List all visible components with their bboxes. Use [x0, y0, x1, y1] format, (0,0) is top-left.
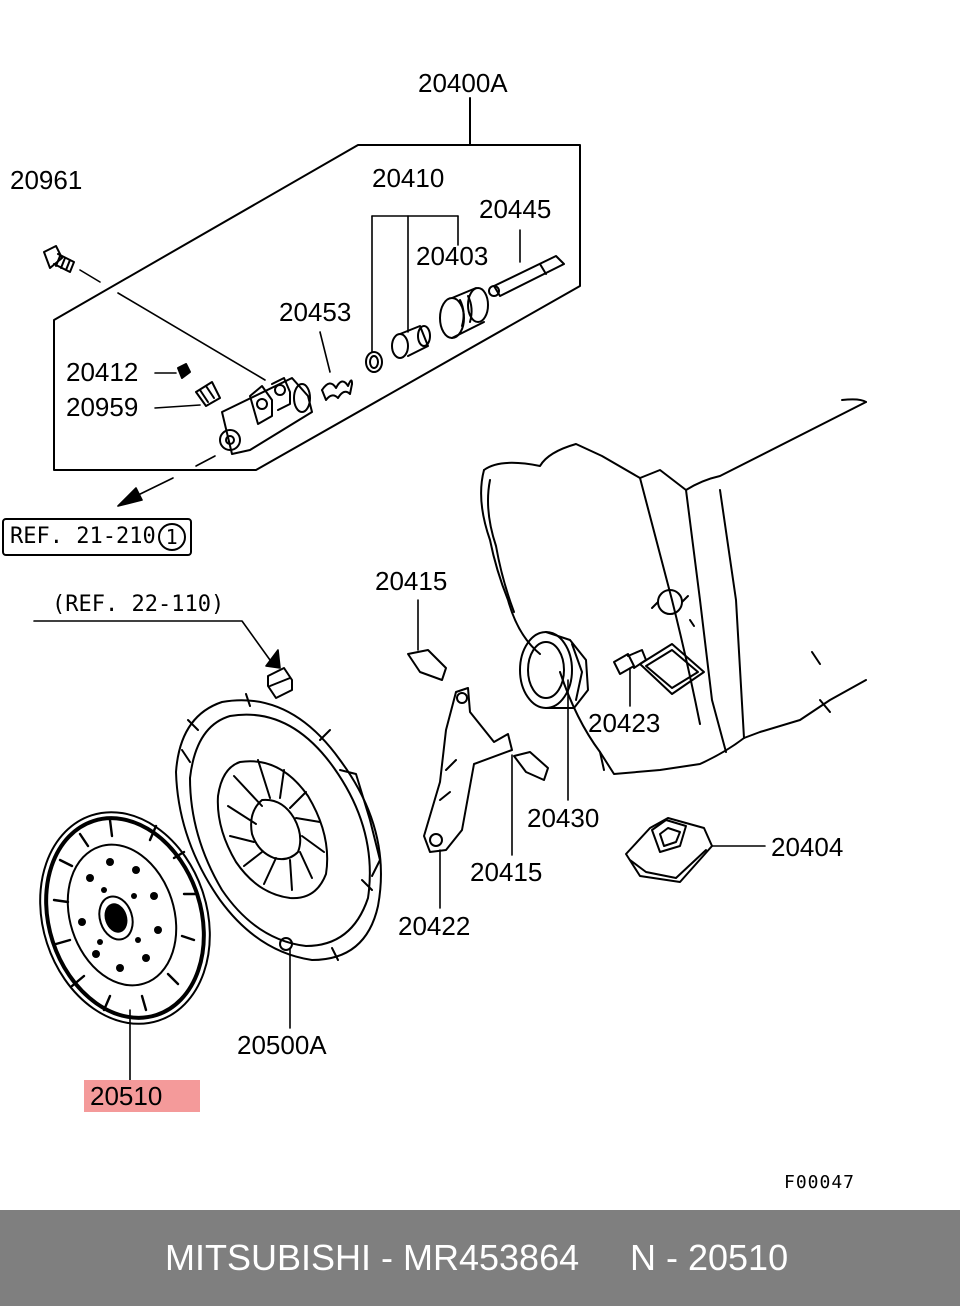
pushrod-20445	[488, 255, 565, 297]
pilot-bushing	[267, 667, 293, 699]
master-cylinder-body	[219, 377, 313, 455]
footer-bar: MITSUBISHI - MR453864 N - 20510	[0, 1210, 960, 1306]
label-20404: 20404	[771, 832, 844, 862]
label-20423: 20423	[588, 708, 661, 738]
clip-20415-bottom	[513, 751, 549, 781]
ref-21-210-circle: 1	[157, 523, 186, 551]
dust-boot-20404	[625, 817, 713, 883]
bolt-20423	[613, 649, 647, 675]
footer-brand-part: MITSUBISHI - MR453864	[165, 1237, 580, 1278]
cap-20412	[177, 363, 191, 379]
label-20453: 20453	[279, 297, 352, 327]
piston-20410	[365, 325, 431, 373]
label-20410: 20410	[372, 163, 445, 193]
assembly-frame-20400A	[53, 97, 581, 471]
release-bearing-20430	[519, 631, 589, 709]
clutch-cover-20500A	[175, 693, 382, 961]
figure-code: F00047	[784, 1172, 856, 1193]
leader-lines	[33, 215, 766, 1081]
label-20415-top: 20415	[375, 566, 448, 596]
label-20510-highlighted: 20510	[84, 1080, 200, 1112]
clutch-disc-20510	[39, 811, 211, 1025]
label-20412: 20412	[66, 357, 139, 387]
label-20422: 20422	[398, 911, 471, 941]
boot-20403	[439, 287, 489, 339]
parts-diagram: 20400A 20961 20410 20445 20403 20453 204…	[2, 68, 867, 1193]
clip-20415-top	[407, 649, 447, 681]
label-20445: 20445	[479, 194, 552, 224]
ref-22-110: (REF. 22-110)	[52, 592, 225, 617]
spring-20453	[321, 379, 353, 401]
ref-21-210: REF. 21-210 1	[2, 518, 192, 556]
transmission-housing	[480, 398, 867, 775]
exploded-view-drawing	[33, 97, 867, 1081]
bleeder-20959	[195, 381, 221, 407]
bolt-20961	[43, 245, 75, 273]
ref-21-210-text: REF. 21-210	[10, 524, 156, 549]
label-20403: 20403	[416, 241, 489, 271]
label-20400A: 20400A	[418, 68, 508, 98]
release-fork-20422	[423, 687, 513, 853]
label-20961: 20961	[10, 165, 83, 195]
label-20430: 20430	[527, 803, 600, 833]
label-20500A: 20500A	[237, 1030, 327, 1060]
footer-part-code: N - 20510	[630, 1237, 789, 1278]
label-20959: 20959	[66, 392, 139, 422]
label-20415-bottom: 20415	[470, 857, 543, 887]
